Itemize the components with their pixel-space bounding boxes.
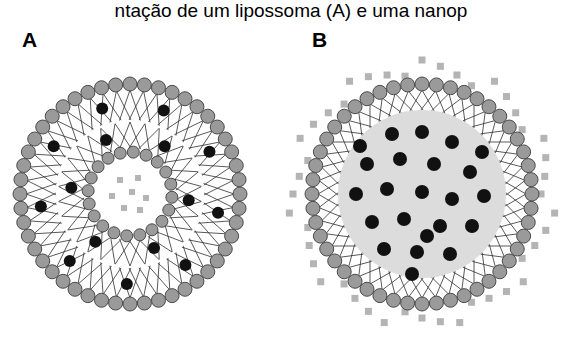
lipid-tails: [26, 90, 234, 298]
bilayer-midline: [57, 121, 203, 267]
lipid-tails: [58, 122, 201, 266]
particle-core: [338, 110, 506, 278]
surface-molecules: [286, 57, 558, 327]
liposome: [13, 77, 247, 311]
hydrophilic-drug: [109, 175, 149, 213]
panel-letter: A: [22, 28, 37, 52]
caption-fragment: ntação de um lipossoma (A) e uma nanop: [115, 0, 468, 22]
lipid-heads: [82, 146, 178, 242]
aqueous-core: [94, 158, 166, 230]
lipid-tails: [318, 90, 526, 298]
nanoparticle: [286, 57, 558, 327]
lipid-heads: [13, 77, 247, 311]
lipophilic-drug: [65, 134, 194, 254]
panel-letter: B: [312, 28, 327, 52]
lipid-heads: [305, 77, 539, 311]
encapsulated-drug: [349, 125, 491, 281]
lipophilic-drug: [35, 102, 224, 290]
